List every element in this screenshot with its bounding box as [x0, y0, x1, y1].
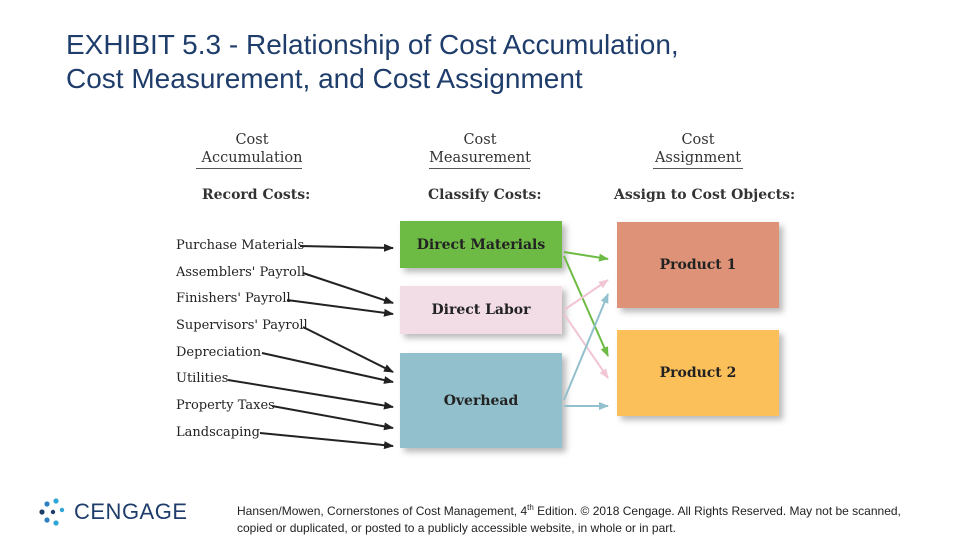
box-direct-materials-label: Direct Materials: [416, 236, 546, 253]
box-product-2: Product 2: [617, 330, 779, 416]
box-product-2-label: Product 2: [659, 365, 737, 381]
cost-item-property-taxes: Property Taxes: [176, 398, 275, 413]
arrow-landscaping-to-overhead: [259, 432, 394, 450]
slide-title-line1: EXHIBIT 5.3 - Relationship of Cost Accum…: [66, 29, 679, 60]
subheader-classify-costs: Classify Costs:: [428, 187, 542, 203]
box-direct-labor-label: Direct Labor: [431, 302, 531, 318]
citation-text-post: Edition. © 2018 Cengage. All Rights Rese…: [237, 504, 901, 535]
arrow-utilities-to-overhead: [227, 379, 394, 410]
header-measurement-underline: [429, 168, 530, 169]
arrow-assemblers-payroll-to-direct-labor: [302, 272, 394, 304]
arrow-purchase-materials-to-direct-materials: [299, 243, 394, 252]
box-direct-labor: Direct Labor: [400, 286, 562, 334]
arrow-supervisors-payroll-to-overhead: [302, 326, 394, 373]
slide-title-line2: Cost Measurement, and Cost Assignment: [66, 63, 583, 94]
citation-text-pre: Hansen/Mowen, Cornerstones of Cost Manag…: [237, 504, 528, 518]
cost-item-purchase-materials: Purchase Materials: [176, 238, 305, 253]
citation-superscript: th: [527, 503, 534, 512]
arrow-property-taxes-to-overhead: [271, 405, 394, 431]
cengage-logo-text: CENGAGE: [74, 499, 188, 524]
header-assignment-underline: [653, 168, 743, 169]
box-overhead-label: Overhead: [443, 392, 519, 409]
box-product-1: Product 1: [617, 222, 779, 308]
box-product-1-label: Product 1: [659, 257, 737, 273]
box-overhead: Overhead: [400, 353, 562, 448]
cost-item-utilities: Utilities: [176, 371, 229, 386]
box-direct-materials: Direct Materials: [400, 221, 562, 268]
cost-item-landscaping: Landscaping: [176, 425, 260, 440]
cost-item-supervisors-payroll: Supervisors' Payroll: [176, 318, 308, 333]
header-accumulation-line1: Cost: [235, 132, 269, 148]
cengage-logo-icon: [38, 498, 66, 526]
arrow-direct-materials-to-product-2: [563, 255, 609, 357]
arrow-overhead-to-product-1: [563, 293, 609, 401]
arrow-direct-materials-to-product-1: [563, 251, 609, 262]
header-cost-assignment: Cost Assignment: [645, 131, 751, 167]
arrow-direct-labor-to-product-1: [563, 279, 609, 311]
cost-item-assemblers-payroll: Assemblers' Payroll: [176, 265, 306, 280]
header-assignment-line1: Cost: [681, 132, 715, 148]
header-accumulation-underline: [196, 168, 302, 169]
cost-item-finishers-payroll: Finishers' Payroll: [176, 291, 291, 306]
arrow-depreciation-to-overhead: [261, 352, 394, 384]
header-assignment-line2: Assignment: [654, 150, 742, 166]
subheader-record-costs: Record Costs:: [202, 187, 311, 203]
header-cost-measurement: Cost Measurement: [425, 131, 535, 167]
cost-item-depreciation: Depreciation: [176, 345, 262, 360]
footer-citation: Hansen/Mowen, Cornerstones of Cost Manag…: [237, 499, 937, 537]
subheader-assign-cost-objects: Assign to Cost Objects:: [614, 187, 796, 203]
header-measurement-line2: Measurement: [429, 150, 531, 166]
header-accumulation-line2: Accumulation: [201, 150, 303, 166]
slide-title: EXHIBIT 5.3 - Relationship of Cost Accum…: [66, 28, 886, 96]
cengage-logo: CENGAGE: [38, 498, 188, 526]
header-measurement-line1: Cost: [463, 132, 497, 148]
arrow-finishers-payroll-to-direct-labor: [286, 299, 394, 317]
header-cost-accumulation: Cost Accumulation: [196, 131, 308, 167]
